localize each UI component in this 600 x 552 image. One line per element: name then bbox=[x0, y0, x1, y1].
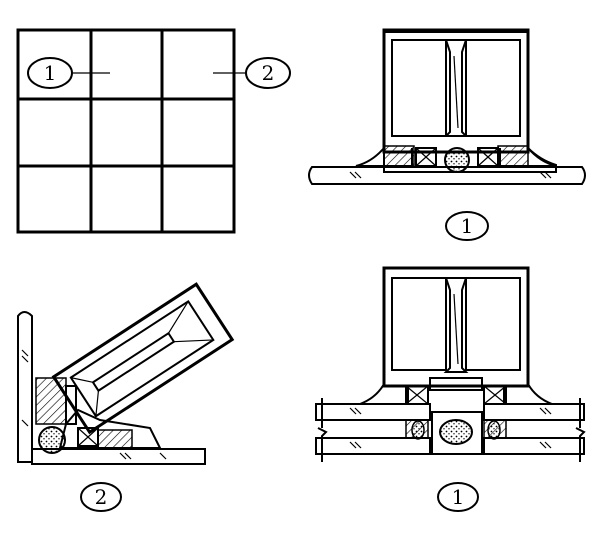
caption-top-right: 1 bbox=[461, 214, 474, 238]
callout-bubble-1 bbox=[27, 57, 73, 89]
mullion-section-detail-top: 1 bbox=[308, 28, 586, 241]
elevation-grid: 1 2 bbox=[16, 28, 291, 234]
corner-section-detail: 2 bbox=[17, 282, 235, 512]
grid-outline bbox=[16, 28, 236, 234]
callout-bubble-2 bbox=[245, 57, 291, 89]
callout-label-2: 2 bbox=[262, 61, 275, 85]
mullion-section-detail-bottom: 1 bbox=[315, 266, 586, 512]
caption-bottom-left: 2 bbox=[95, 485, 108, 509]
caption-bottom-right: 1 bbox=[452, 485, 465, 509]
callout-label-1: 1 bbox=[44, 61, 57, 85]
